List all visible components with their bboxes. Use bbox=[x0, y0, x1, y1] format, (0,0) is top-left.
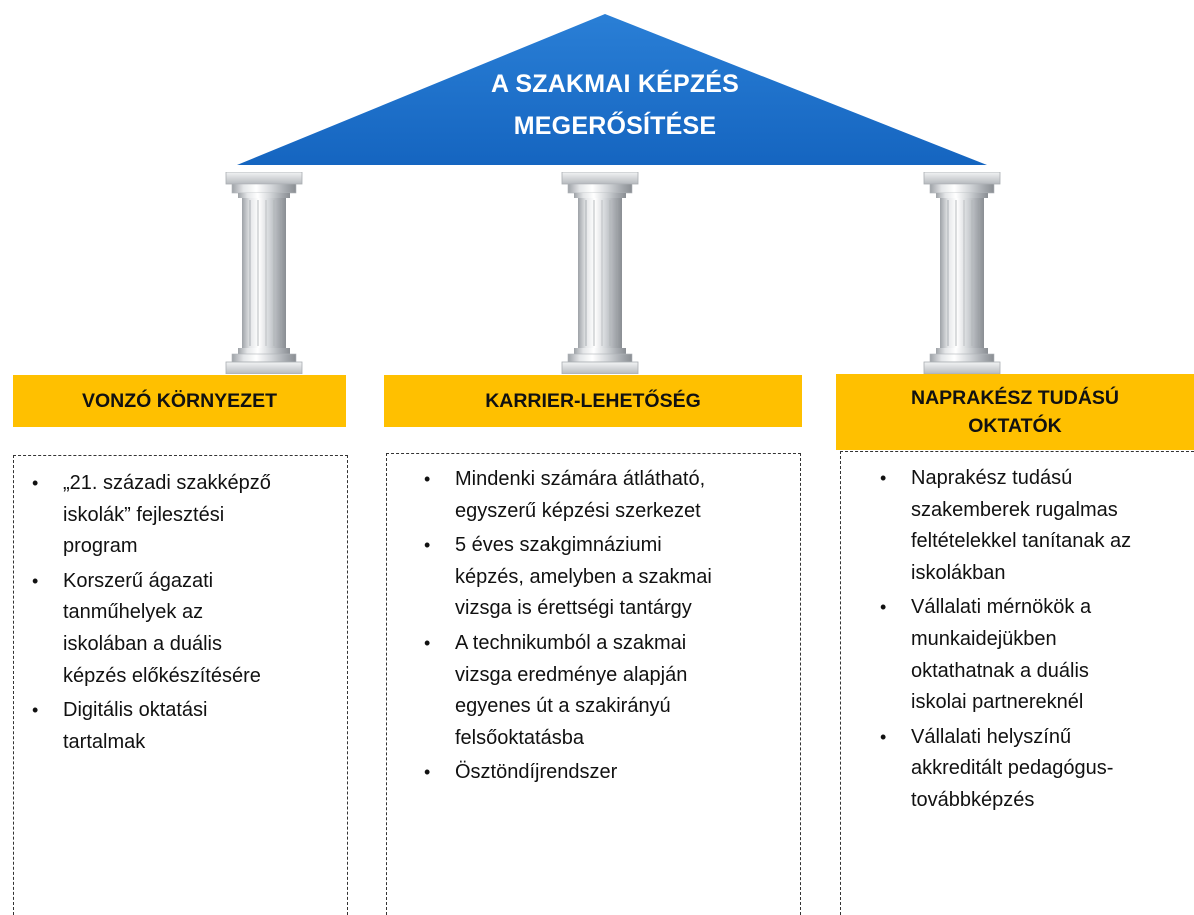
bullet-icon: • bbox=[32, 700, 39, 721]
bullet-icon: • bbox=[424, 469, 431, 489]
roof-title-line-2: MEGERŐSÍTÉSE bbox=[513, 112, 717, 140]
bullet-icon: • bbox=[32, 473, 39, 493]
list-item: •Mindenki számára átlátható,egyszerű kép… bbox=[424, 464, 800, 527]
list-item: •Ösztöndíjrendszer bbox=[424, 757, 800, 789]
bullet-icon: • bbox=[880, 468, 887, 488]
bullet-icon: • bbox=[424, 535, 431, 556]
bullet-icon: • bbox=[32, 570, 39, 591]
bullet-icon: • bbox=[424, 632, 431, 653]
heading-naprakesz-tudasu-oktatok: NAPRAKÉSZ TUDÁSÚ OKTATÓK bbox=[836, 374, 1194, 450]
heading-line-1: NAPRAKÉSZ TUDÁSÚ bbox=[910, 386, 1119, 409]
heading-karrier-lehetoseg: KARRIER-LEHETŐSÉG bbox=[384, 375, 802, 427]
roof-triangle bbox=[237, 14, 987, 165]
content-box-karrier-lehetoseg: •Mindenki számára átlátható,egyszerű kép… bbox=[386, 453, 801, 915]
bullet-icon: • bbox=[424, 762, 431, 783]
pillar-right bbox=[923, 172, 1001, 374]
heading-line-1: VONZÓ KÖRNYEZET bbox=[81, 389, 277, 412]
pillar-middle bbox=[561, 172, 639, 374]
pillar-left bbox=[225, 172, 303, 374]
roof-title-line-1: A SZAKMAI KÉPZÉS bbox=[490, 70, 740, 98]
heading-line-1: KARRIER-LEHETŐSÉG bbox=[485, 389, 701, 412]
bullet-list: •Mindenki számára átlátható,egyszerű kép… bbox=[424, 464, 800, 789]
heading-vonzo-kornyezet: VONZÓ KÖRNYEZET bbox=[13, 375, 346, 427]
heading-line-2: OKTATÓK bbox=[968, 415, 1062, 437]
bullet-icon: • bbox=[880, 597, 887, 618]
bullet-icon: • bbox=[880, 726, 887, 747]
